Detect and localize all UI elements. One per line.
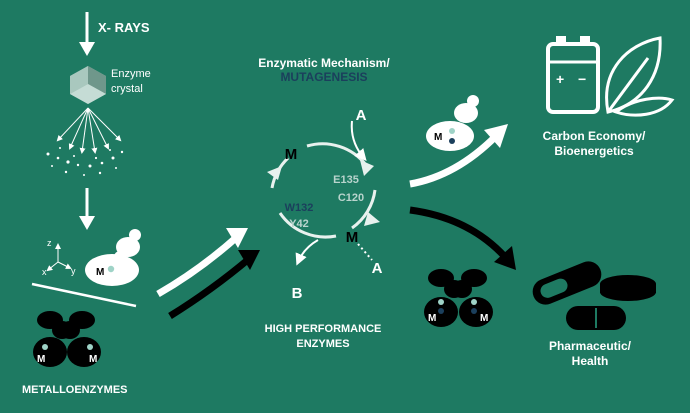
xrays-label: X- RAYS xyxy=(98,20,150,35)
axis-x-label: x xyxy=(42,267,47,277)
footer-line1: HIGH PERFORMANCE xyxy=(265,323,382,335)
flow-arrow-black-right xyxy=(409,206,509,261)
metal-label-left: M xyxy=(96,267,104,278)
metal-label-right-dimer-right: M xyxy=(480,313,488,324)
axes-icon xyxy=(46,243,72,272)
residue-y42: Y42 xyxy=(289,218,309,230)
battery-minus: − xyxy=(578,71,586,87)
footer-line2: ENZYMES xyxy=(296,338,349,350)
metal-center-dot xyxy=(87,344,93,350)
diffraction-pattern xyxy=(46,147,124,176)
metalloenzyme-dimer-icon xyxy=(33,311,101,367)
cycle-arrowhead xyxy=(267,166,282,180)
axis-y-label: y xyxy=(71,266,76,276)
metal-label-right-top: M xyxy=(434,132,442,143)
metalloenzymes-label: METALLOENZYMES xyxy=(22,384,128,396)
metal-label-dimer-left: M xyxy=(37,354,45,365)
carbon-label-line2: Bioenergetics xyxy=(554,144,634,158)
substrate-in-arrow xyxy=(350,120,367,162)
cycle-arrowhead xyxy=(364,212,380,226)
battery-plus: + xyxy=(556,71,564,87)
metal-center-dot xyxy=(42,344,48,350)
battery-icon xyxy=(546,36,600,114)
metal-center-dot xyxy=(438,299,444,305)
leaf-icon xyxy=(605,36,675,117)
metal-label-right-dimer-left: M xyxy=(428,313,436,324)
product-b: B xyxy=(292,285,303,302)
flow-arrow-black-right-head xyxy=(494,246,516,270)
flow-arrow-black-left xyxy=(168,255,253,319)
xray-arrow xyxy=(79,12,95,56)
divider-line xyxy=(31,282,137,308)
residue-e135: E135 xyxy=(333,174,359,186)
metal-center-dot xyxy=(471,299,477,305)
pharma-label-line1: Pharmaceutic/ xyxy=(549,339,632,353)
axis-z-label: z xyxy=(47,238,52,248)
flow-arrow-white-left-head xyxy=(226,228,248,248)
diffraction-rays xyxy=(56,107,122,154)
cycle-arrowhead xyxy=(360,160,374,176)
metal-center-dot xyxy=(471,308,477,314)
substrate-a-out: A xyxy=(372,260,383,277)
carbon-label-line1: Carbon Economy/ xyxy=(543,129,646,143)
metal-center-dot xyxy=(438,308,444,314)
metal-label-dimer-right: M xyxy=(89,354,97,365)
pill-icon xyxy=(566,306,626,330)
crystal-icon xyxy=(70,66,106,104)
substrate-a-in: A xyxy=(356,107,367,124)
tablet-icon xyxy=(600,275,656,301)
flow-arrow-white-right xyxy=(409,133,499,188)
mechanism-title-line2: MUTAGENESIS xyxy=(280,70,367,84)
flow-arrow-white-right-head xyxy=(484,124,508,148)
cycle-metal-top: M xyxy=(285,146,298,163)
flow-arrow-black-left-head xyxy=(238,250,260,270)
residue-w132: W132 xyxy=(285,202,314,214)
enzyme-structure-icon xyxy=(85,229,141,286)
crystal-label-line2: crystal xyxy=(111,83,143,95)
dotted-bond xyxy=(357,243,373,261)
pharma-label-line2: Health xyxy=(572,354,609,368)
process-arrow-down xyxy=(79,188,95,230)
enzyme-icon-right xyxy=(426,95,479,151)
product-out-arrow xyxy=(295,239,319,266)
residue-c120: C120 xyxy=(338,192,364,204)
flow-arrow-white-left xyxy=(156,233,241,298)
cycle-metal-bottom: M xyxy=(346,229,359,246)
capsule-icon xyxy=(532,261,602,305)
crystal-label-line1: Enzyme xyxy=(111,68,151,80)
mechanism-title-line1: Enzymatic Mechanism/ xyxy=(258,56,390,70)
